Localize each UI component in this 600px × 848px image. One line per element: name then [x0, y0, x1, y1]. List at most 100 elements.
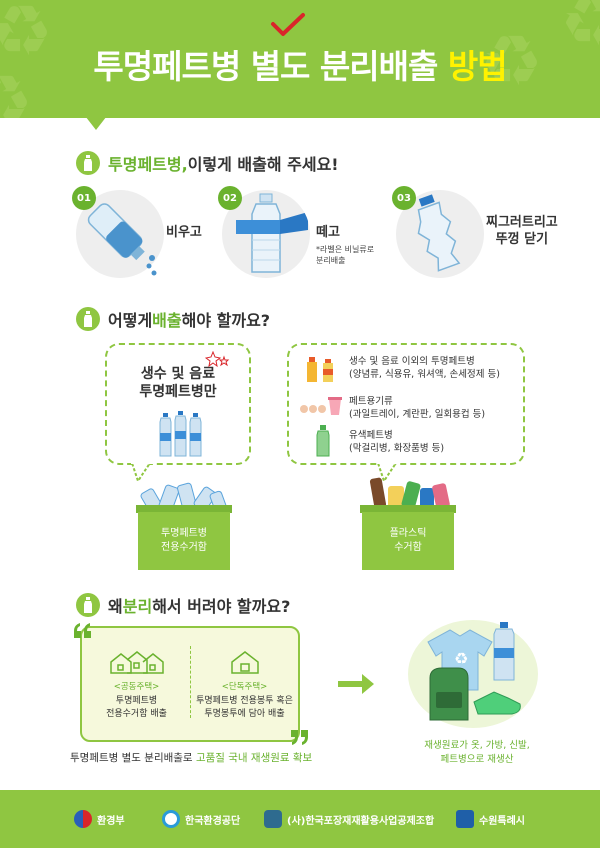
divider [190, 646, 191, 718]
apartment-column: <공동주택> 투명페트병 전용수거함 배출 [84, 650, 189, 721]
pet-only-line2: 투명페트병만 [139, 384, 217, 400]
step1-number: 01 [72, 186, 96, 210]
bottle-icon [76, 151, 100, 175]
right-caption-line1: 재생원료가 옷, 가방, 신발, [424, 740, 530, 751]
why-separate-box: <공동주택> 투명페트병 전용수거함 배출 <단독주택> 투명페트병 전용봉투 … [80, 626, 300, 742]
plastic-bin-line1: 플라스틱 [389, 528, 427, 539]
containers-icon [300, 397, 342, 415]
apartment-tag: <공동주택> [113, 682, 160, 692]
org-keco-label: 한국환경공단 [185, 815, 241, 827]
recycled-products-illustration: ♻ [408, 620, 538, 728]
caption-green: 고품질 국내 재생원료 확보 [195, 752, 313, 764]
org-ministry-label: 환경부 [97, 815, 125, 827]
close-quote-icon [291, 730, 308, 745]
sparkle-icon [205, 351, 230, 368]
house-column: <단독주택> 투명페트병 전용봉투 혹은 투명봉투에 담아 배출 [192, 650, 297, 721]
recycle-icon: ♻ [480, 20, 543, 102]
header-banner: ♻ ♻ ♻ ♻ 투명페트병 별도 분리배출 방법 [0, 0, 600, 118]
apartment-text: 투명페트병 전용수거함 배출 [84, 695, 189, 721]
org-suwon: 수원특례시 [456, 810, 525, 828]
pet-only-text: 생수 및 음료 투명페트병만 [107, 365, 249, 401]
bin-rim [360, 505, 456, 513]
caption-main: 투명페트병 별도 분리배출로 [70, 752, 196, 764]
colored-pet-item-line2: (막걸리병, 화장품병 등) [349, 443, 445, 454]
section1-heading-rest: 이렇게 배출해 주세요! [187, 155, 339, 174]
mixed-plastics-pile [369, 477, 450, 509]
recycle-icon: ♻ [0, 0, 53, 72]
apartment-line2: 전용수거함 배출 [106, 709, 167, 719]
clear-pet-bin: 투명페트병 전용수거함 [138, 512, 230, 570]
section2-heading-pre: 어떻게 [108, 311, 153, 330]
apartment-icon [109, 651, 164, 674]
step2-label: 떼고 [316, 225, 340, 240]
section1-heading-green: 투명페트병, [108, 155, 188, 174]
apartment-line1: 투명페트병 [115, 696, 158, 706]
arrow-right-icon [338, 674, 374, 694]
step3-label: 찌그러트리고 뚜껑 닫기 [486, 214, 558, 248]
bottle-icon [76, 307, 100, 331]
clear-pet-bin-line2: 전용수거함 [161, 542, 207, 553]
pet-only-bubble: 생수 및 음료 투명페트병만 [105, 343, 251, 465]
section1-heading: 투명페트병, 이렇게 배출해 주세요! [76, 151, 339, 175]
house-tag: <단독주택> [221, 682, 268, 692]
pet-containers-item: 페트용기류 (과일트레이, 계란판, 일회용컵 등) [349, 395, 485, 421]
green-bottle-icon [316, 425, 330, 457]
checkmark-icon [271, 13, 305, 36]
water-drops-icon [146, 255, 157, 276]
bubble-tail [130, 463, 153, 483]
org-kpprc: (사)한국포장재재활용사업공제조합 [264, 810, 434, 828]
org-ministry: 환경부 [74, 810, 125, 828]
house-icon [230, 651, 259, 674]
pet-containers-item-line2: (과일트레이, 계란판, 일회용컵 등) [349, 409, 486, 420]
svg-text:♻: ♻ [454, 649, 468, 668]
page-title: 투명페트병 별도 분리배출 방법 [0, 40, 600, 88]
colored-pet-item-line1: 유색페트병 [349, 430, 393, 441]
title-highlight: 방법 [447, 47, 508, 86]
house-text: 투명페트병 전용봉투 혹은 투명봉투에 담아 배출 [192, 695, 297, 721]
plastic-bin-line2: 수거함 [394, 542, 422, 553]
plastic-bin: 플라스틱 수거함 [362, 512, 454, 570]
water-bottles-icon [159, 411, 202, 457]
step1-label: 비우고 [166, 225, 202, 240]
bubble-tail [376, 463, 399, 483]
section2-heading-rest: 해야 할까요? [181, 311, 271, 330]
house-line1: 투명페트병 전용봉투 혹은 [196, 696, 293, 706]
org-suwon-label: 수원특례시 [479, 815, 525, 827]
keco-logo-icon [162, 810, 180, 828]
section3-heading-green: 분리 [122, 597, 153, 616]
recycled-products-icons: ♻ [427, 622, 521, 721]
section3-heading-rest: 해서 버려야 할까요? [152, 597, 291, 616]
bottom-caption: 투명페트병 별도 분리배출로 고품질 국내 재생원료 확보 [70, 750, 312, 765]
sauce-bottles-icon [307, 357, 333, 382]
section2-heading-green: 배출 [152, 311, 182, 330]
colored-pet-item: 유색페트병 (막걸리병, 화장품병 등) [349, 429, 444, 455]
pet-containers-item-line1: 페트용기류 [349, 396, 393, 407]
clear-pet-bin-line1: 투명페트병 [161, 528, 207, 539]
open-quote-icon [74, 623, 91, 638]
other-plastics-item: 생수 및 음료 이외의 투명페트병 (양념류, 식용유, 워셔액, 손세정제 등… [349, 355, 500, 381]
other-plastics-item-line1: 생수 및 음료 이외의 투명페트병 [349, 356, 475, 367]
org-keco: 한국환경공단 [162, 810, 240, 828]
bin-rim [136, 505, 232, 513]
step2-note-line2: 분리배출 [316, 256, 346, 265]
step2-note: *라벨은 비닐류로 분리배출 [316, 244, 374, 266]
step2-number: 02 [218, 186, 242, 210]
bottle-icon [76, 593, 100, 617]
recycle-icon: ♻ [0, 60, 33, 118]
section3-heading-pre: 왜 [108, 597, 123, 616]
right-caption-line2: 페트병으로 재생산 [440, 754, 514, 765]
pet-only-line1: 생수 및 음료 [140, 366, 216, 382]
kpprc-logo-icon [264, 810, 282, 828]
step3-label-line1: 찌그러트리고 [486, 215, 558, 230]
title-main: 투명페트병 별도 분리배출 [93, 47, 438, 86]
footer: 환경부 한국환경공단 (사)한국포장재재활용사업공제조합 수원특례시 [0, 790, 600, 848]
org-kpprc-label: (사)한국포장재재활용사업공제조합 [287, 815, 435, 827]
right-caption: 재생원료가 옷, 가방, 신발, 페트병으로 재생산 [402, 739, 552, 767]
header-notch [82, 112, 110, 130]
taegeuk-logo-icon [74, 810, 92, 828]
recycle-icon: ♻ [560, 0, 600, 62]
house-line2: 투명봉투에 담아 배출 [204, 709, 285, 719]
step3-label-line2: 뚜껑 닫기 [495, 232, 549, 247]
